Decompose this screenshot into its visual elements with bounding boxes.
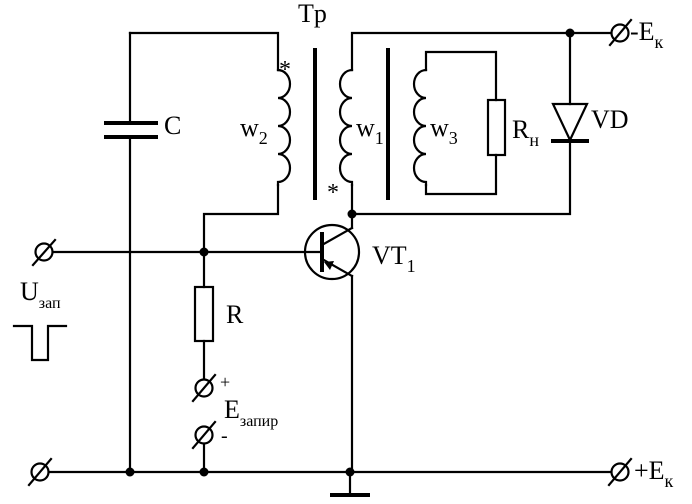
terminal-input xyxy=(31,238,57,267)
label-load: Rн xyxy=(512,115,539,150)
transformer xyxy=(276,48,428,200)
resistor xyxy=(193,285,215,343)
label-diode: VD xyxy=(591,105,629,134)
capacitor-symbol xyxy=(104,121,158,139)
label-supply-pos: +Eк xyxy=(634,456,674,491)
label-transistor: VT1 xyxy=(372,241,416,276)
load-resistor xyxy=(486,98,507,157)
transistor-symbol xyxy=(303,223,361,281)
label-w1: w1 xyxy=(356,113,384,148)
label-input: Uзап xyxy=(20,277,61,312)
terminal-bias-plus xyxy=(191,373,217,403)
marker-star-top: * xyxy=(279,57,291,83)
label-resistor: R xyxy=(226,300,244,329)
label-bias: Eзапир xyxy=(224,395,278,430)
terminal-bottom-left xyxy=(27,457,53,487)
label-w2: w2 xyxy=(240,113,268,148)
terminal-pos-ek xyxy=(607,457,633,487)
diode-symbol xyxy=(551,102,589,143)
coil-w1 xyxy=(338,68,354,187)
marker-star-bottom: * xyxy=(327,180,339,206)
coil-w3 xyxy=(412,68,428,187)
label-supply-neg: -Eк xyxy=(630,17,664,52)
terminal-neg-ek xyxy=(608,18,633,47)
label-w3: w3 xyxy=(430,113,458,148)
label-bias-plus: + xyxy=(220,372,230,392)
label-transformer: Tp xyxy=(298,0,327,28)
junction-dots xyxy=(125,28,575,477)
label-capacitor: C xyxy=(164,111,181,140)
label-bias-minus: - xyxy=(221,425,228,447)
terminal-bias-minus xyxy=(191,420,217,450)
wires xyxy=(46,31,614,497)
input-pulse-waveform xyxy=(12,324,68,362)
coil-w2 xyxy=(276,68,292,187)
